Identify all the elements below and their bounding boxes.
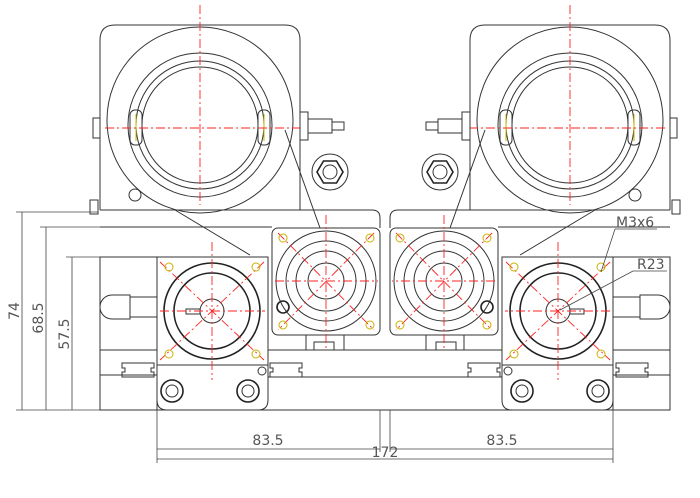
dim-83-5-left: 83.5 xyxy=(252,433,283,449)
dim-172: 172 xyxy=(372,445,399,461)
left-module xyxy=(89,4,386,411)
thread-callout: M3x6 xyxy=(616,215,654,231)
right-module xyxy=(384,4,681,411)
r23-leader xyxy=(559,270,667,311)
dim-74: 74 xyxy=(7,302,23,320)
horizontal-dimensions xyxy=(156,410,614,463)
dim-83-5-right: 83.5 xyxy=(486,433,517,449)
radius-callout: R23 xyxy=(637,257,665,273)
m3-leader xyxy=(600,228,657,273)
dim-68-5: 68.5 xyxy=(31,302,47,333)
dim-57-5: 57.5 xyxy=(57,318,73,349)
vertical-dimensions xyxy=(16,211,100,411)
